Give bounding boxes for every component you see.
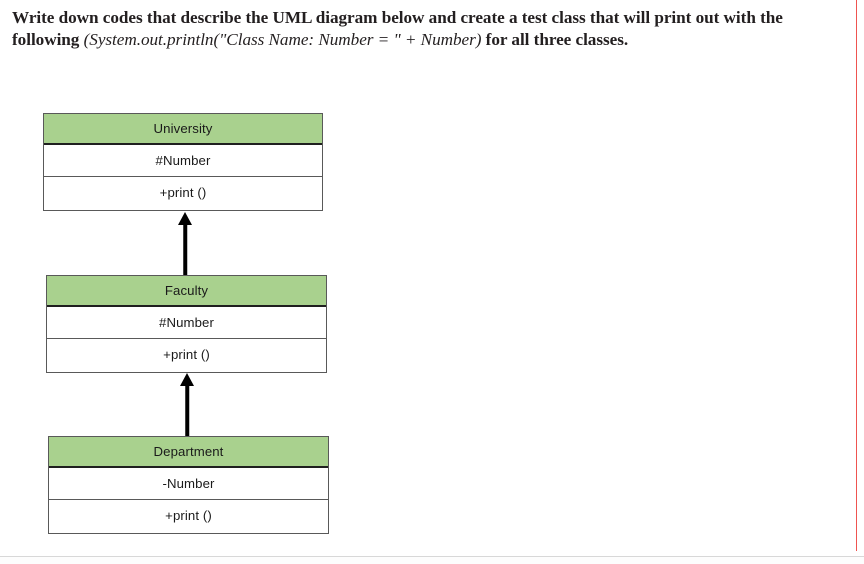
uml-class-faculty-operation: +print () bbox=[163, 347, 210, 362]
uml-class-university-attribute: #Number bbox=[155, 153, 211, 168]
prompt-segment-one: Write down codes that describe the UML d… bbox=[12, 8, 783, 50]
uml-class-university-name: University bbox=[153, 121, 213, 136]
arrowhead-icon bbox=[180, 373, 194, 386]
uml-class-department: Department -Number +print () bbox=[48, 436, 329, 534]
uml-class-department-name-row: Department bbox=[49, 437, 328, 468]
uml-class-department-attribute: -Number bbox=[162, 476, 215, 491]
uml-class-university-name-row: University bbox=[44, 114, 322, 145]
uml-class-faculty-name-row: Faculty bbox=[47, 276, 326, 307]
prompt-text: Write down codes that describe the UML d… bbox=[12, 7, 848, 51]
uml-class-university-operation-row: +print () bbox=[44, 177, 322, 208]
uml-class-department-attribute-row: -Number bbox=[49, 468, 328, 500]
prompt-code-snippet: (System.out.println("Class Name: Number … bbox=[83, 30, 482, 50]
arrow-shaft bbox=[185, 384, 189, 438]
inheritance-arrow-icon-department-to-faculty bbox=[172, 373, 202, 438]
page-bottom-fill bbox=[0, 557, 864, 564]
uml-class-faculty-attribute: #Number bbox=[159, 315, 214, 330]
arrow-shaft bbox=[183, 223, 187, 276]
uml-class-department-name: Department bbox=[153, 444, 224, 459]
uml-class-university-attribute-row: #Number bbox=[44, 145, 322, 177]
uml-class-faculty-operation-row: +print () bbox=[47, 339, 326, 370]
uml-class-department-operation: +print () bbox=[165, 508, 212, 523]
uml-class-faculty-name: Faculty bbox=[164, 283, 209, 298]
page-bottom-rule bbox=[0, 556, 864, 557]
uml-class-university: University #Number +print () bbox=[43, 113, 323, 211]
prompt-segment-two: for all three classes. bbox=[481, 30, 629, 50]
arrowhead-icon bbox=[178, 212, 192, 225]
page-right-rule bbox=[856, 0, 857, 551]
inheritance-arrow-icon-faculty-to-university bbox=[170, 212, 200, 276]
uml-class-university-operation: +print () bbox=[159, 185, 207, 200]
uml-class-department-operation-row: +print () bbox=[49, 500, 328, 531]
uml-class-faculty: Faculty #Number +print () bbox=[46, 275, 327, 373]
uml-class-faculty-attribute-row: #Number bbox=[47, 307, 326, 339]
